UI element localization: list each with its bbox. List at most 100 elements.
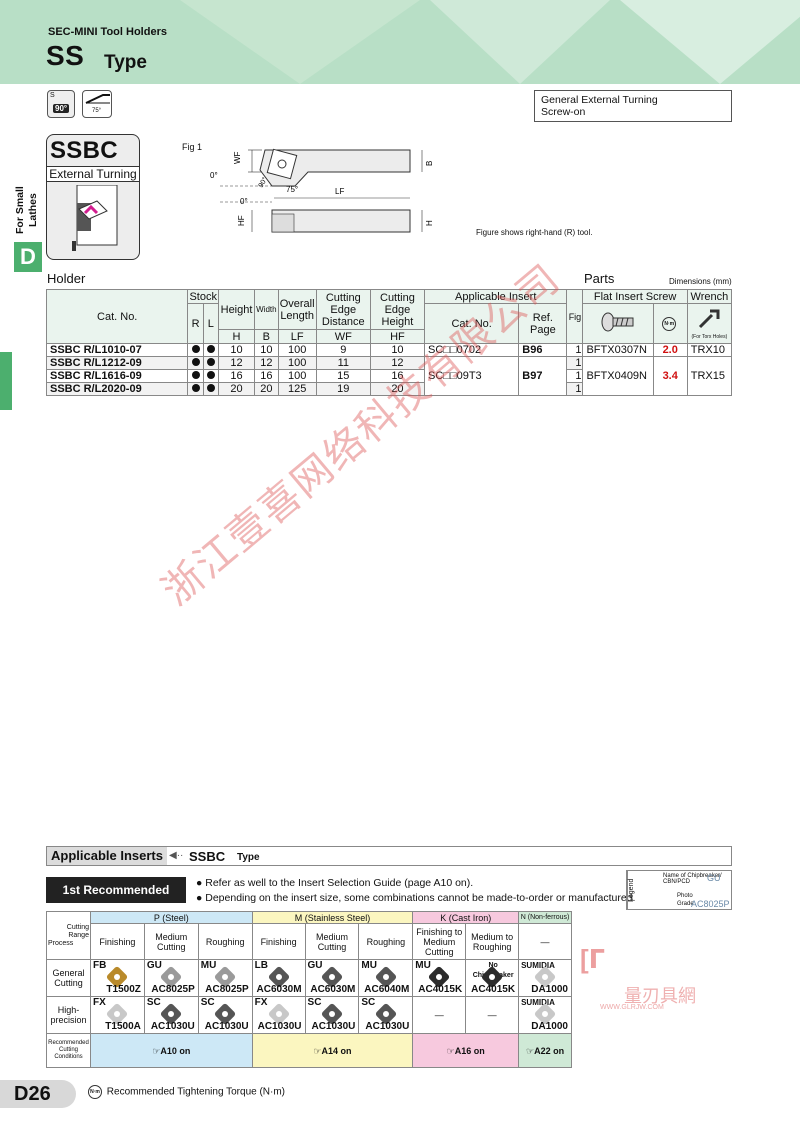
insert-grade: AC1030U — [311, 1021, 356, 1032]
stock-dot-icon — [191, 371, 200, 379]
subhead: Medium Cutting — [304, 923, 360, 960]
group-n: N (Non-ferrous) — [518, 911, 572, 924]
insert-cell[interactable]: GU AC8025P — [145, 960, 198, 996]
dim-75: 75° — [286, 185, 298, 194]
arrow-icon: ◀·· — [169, 850, 184, 861]
empty-cell: — — [465, 996, 520, 1034]
dim-lf: LF — [335, 187, 344, 196]
col-height: Height — [217, 289, 256, 330]
insert-grade: DA1000 — [531, 1021, 568, 1032]
cell-h: 16 — [217, 369, 256, 383]
ref-page-link[interactable]: B97 — [518, 356, 568, 396]
insert-grade: AC1030U — [365, 1021, 410, 1032]
chipbreaker-code: LB — [254, 960, 268, 971]
chipbreaker-code: GU — [146, 960, 162, 971]
insert-table-corner: Cutting Range Process — [46, 911, 91, 960]
subhead: Medium to Roughing — [465, 923, 520, 960]
stock-r — [187, 343, 204, 357]
wrench-icon — [699, 309, 720, 329]
stock-dot-icon — [206, 371, 215, 379]
cond-link-n[interactable]: ☞A22 on — [518, 1033, 572, 1068]
chipbreaker-code: SUMIDIA — [521, 998, 555, 1007]
cond-link-p[interactable]: ☞A10 on — [89, 1033, 253, 1068]
subhead: Finishing to Medium Cutting — [412, 923, 467, 960]
chipbreaker-code: SC — [146, 997, 161, 1008]
group-p: P (Steel) — [89, 911, 253, 924]
cond-link-k[interactable]: ☞A16 on — [412, 1033, 520, 1068]
ref-page-link[interactable]: B96 — [518, 343, 568, 357]
dim-zero2: 0° — [240, 197, 248, 206]
dim-hf: HF — [237, 215, 246, 226]
chipbreaker-code: SUMIDIA — [521, 961, 555, 970]
col-wrench: Wrench — [686, 289, 733, 304]
insert-cell[interactable]: No ChipbreakerAC4015K — [466, 960, 518, 996]
screw-cat-no: BFTX0307N — [582, 343, 654, 357]
stock-l — [202, 369, 219, 383]
holder-badge-sub: External Turning — [47, 166, 139, 182]
stock-dot-icon — [206, 358, 215, 366]
chipbreaker-code: FX — [254, 997, 268, 1008]
page-number: D26 — [0, 1080, 76, 1108]
holder-cat-no: SSBC R/L1212-09 — [45, 356, 189, 370]
dim-zero1: 0° — [210, 171, 218, 180]
col-insert-cat-no: Cat. No. — [424, 303, 520, 344]
chipbreaker-code: FX — [92, 997, 106, 1008]
subhead: Roughing — [358, 923, 414, 960]
page-title: SS — [46, 40, 85, 71]
cell-fig: 1 — [566, 356, 584, 370]
note-line: ● Refer as well to the Insert Selection … — [196, 877, 474, 889]
holder-table: Cat. No. Stock Height Width Overall Leng… — [45, 289, 733, 396]
stock-l — [202, 356, 219, 370]
col-ref-page: Ref. Page — [518, 303, 568, 344]
group-m: M (Stainless Steel) — [251, 911, 414, 924]
corner-top: Cutting Range — [66, 923, 89, 939]
col-b: B — [254, 329, 279, 344]
applicable-type-word: Type — [237, 852, 260, 863]
insert-cell[interactable]: SUMIDIA DA1000 — [519, 997, 571, 1033]
parts-section-title: Parts — [584, 271, 615, 286]
dim-b: B — [425, 161, 434, 166]
legend-photo: Photo — [677, 893, 693, 899]
cond-label: Recommended Cutting Conditions — [46, 1033, 91, 1068]
header-subtitle: SEC-MINI Tool Holders — [48, 26, 167, 38]
subhead: Medium Cutting — [143, 923, 199, 960]
chipbreaker-code: MU — [361, 960, 377, 971]
holder-badge-name: SSBC — [50, 137, 118, 164]
insert-grade: AC8025P — [151, 984, 195, 995]
torx-note: (For Torx Holes) — [691, 334, 728, 340]
table-row: SSBC R/L1212-09 12 12 100 11 12 SC□□09T3… — [45, 356, 733, 396]
col-fig: Fig — [566, 289, 584, 344]
tool-dimension-drawing: WF B LF 75° 90° 0° 0° HF H — [210, 148, 434, 233]
stock-dot-icon — [206, 345, 215, 353]
cell-wf: 19 — [315, 382, 371, 396]
torque-icon-cell: N·m — [652, 303, 688, 344]
col-l: L — [202, 303, 219, 344]
empty-cell: — — [412, 996, 467, 1034]
cell-lf: 100 — [277, 369, 317, 383]
watermark-logo-icon: [ᒥ — [580, 944, 605, 974]
lead-angle-glyph — [85, 94, 110, 104]
section-tab[interactable]: For Small Lathes D — [14, 178, 42, 290]
dim-h: H — [425, 220, 434, 226]
stock-r — [187, 382, 204, 396]
watermark-logo-text: 量刃具網 — [624, 986, 696, 1006]
torque-value: 3.4 — [652, 356, 688, 396]
insert-grade: AC8025P — [205, 984, 249, 995]
cond-link-m[interactable]: ☞A14 on — [251, 1033, 414, 1068]
col-stock: Stock — [187, 289, 219, 304]
legend-chipbreaker-example: GU — [707, 873, 721, 883]
